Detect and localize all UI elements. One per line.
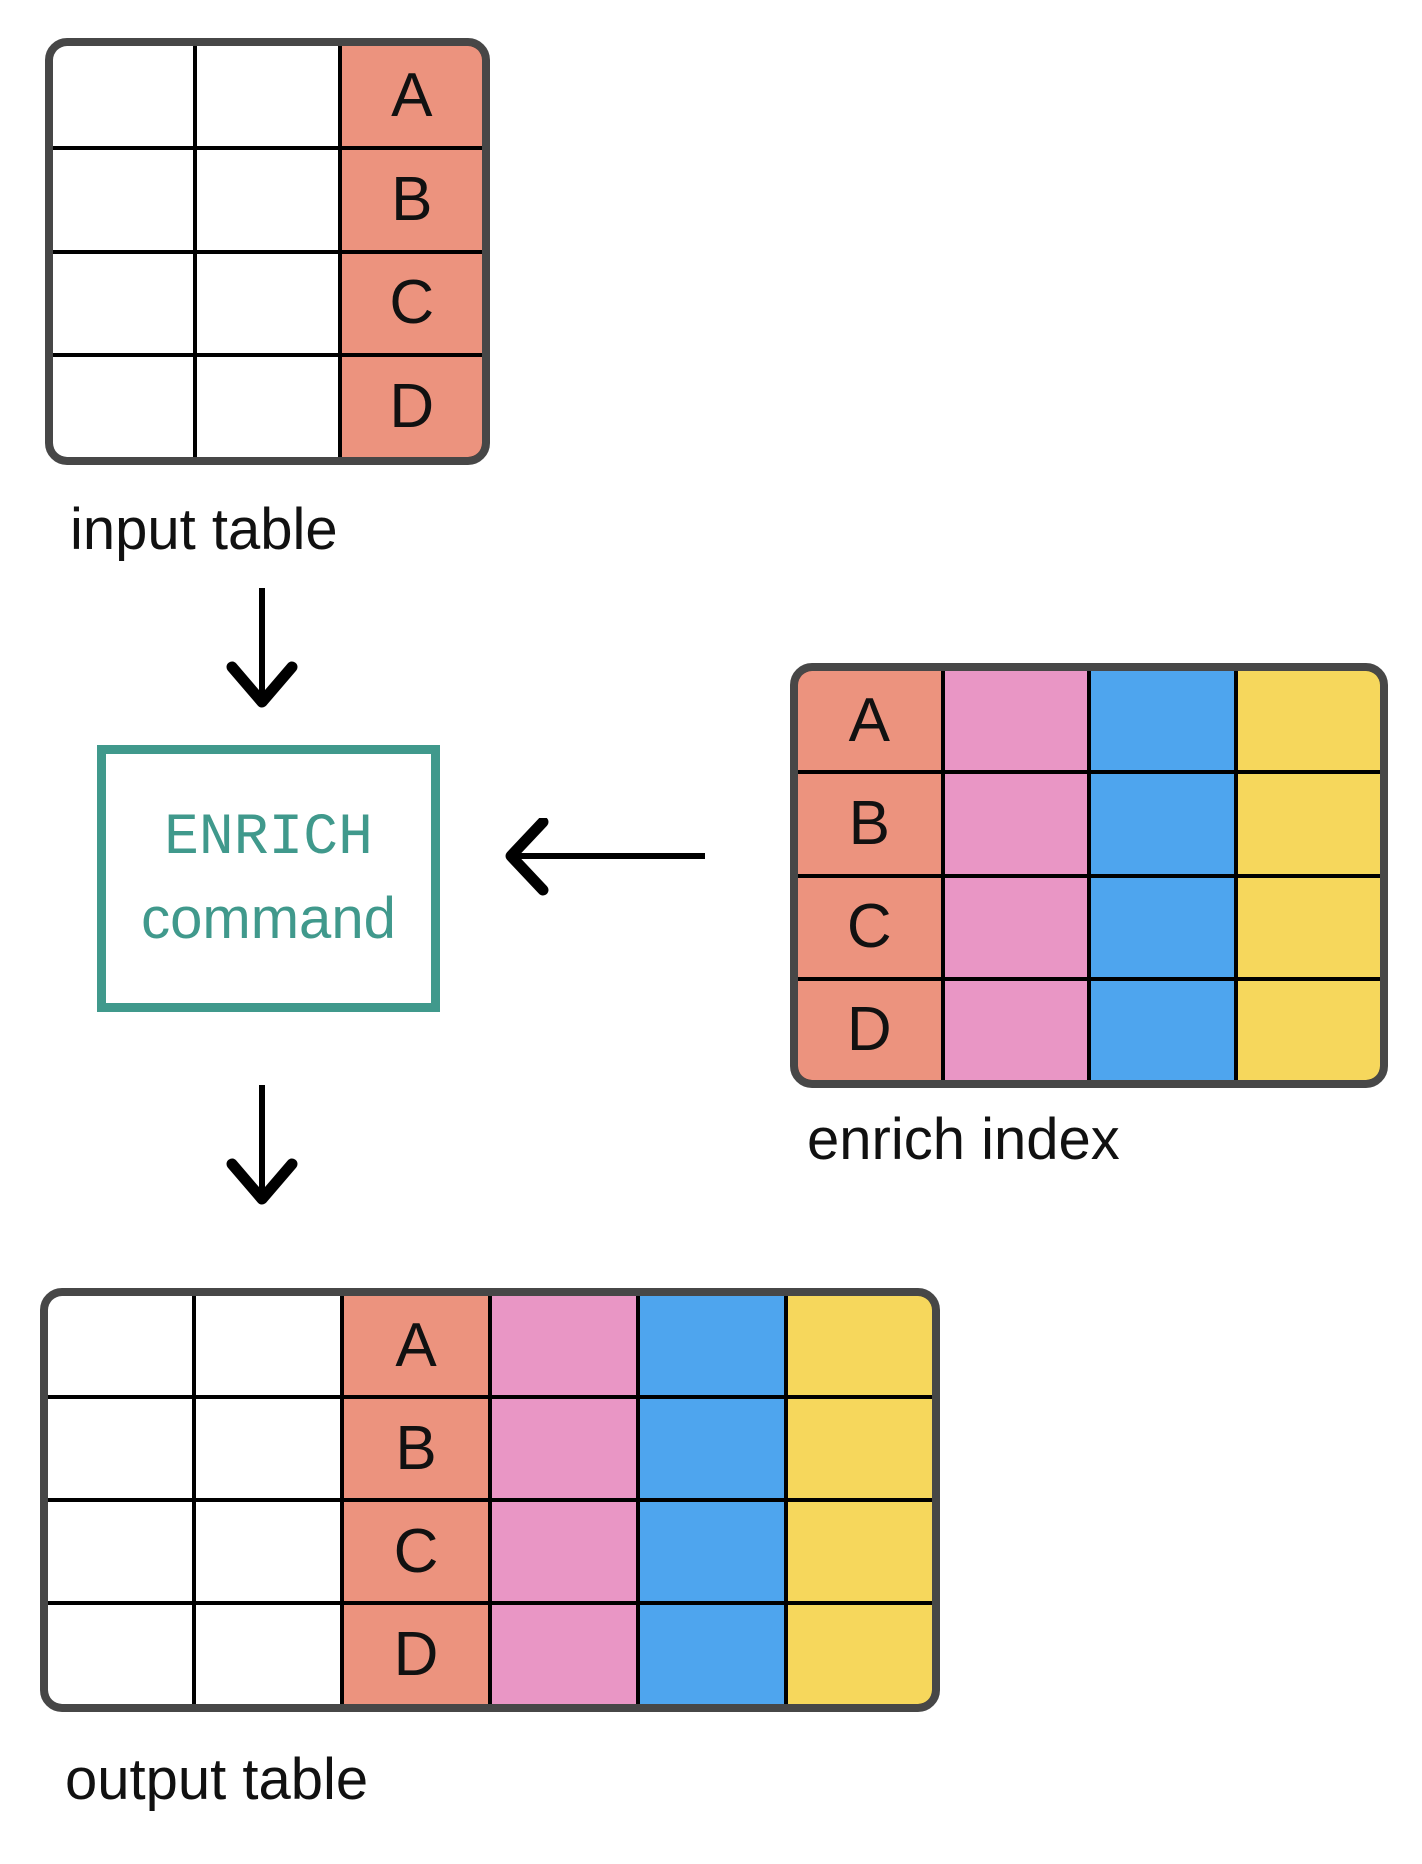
table-cell <box>640 1502 784 1601</box>
table-cell <box>788 1502 932 1601</box>
table-cell <box>53 357 194 457</box>
table-cell <box>48 1296 192 1395</box>
table-cell <box>944 980 1087 1080</box>
table-cell <box>196 1605 340 1704</box>
table-cell <box>788 1605 932 1704</box>
table-cell: A <box>798 671 941 771</box>
table-cell: A <box>341 46 482 146</box>
table-cell <box>53 46 194 146</box>
table-cell <box>1237 671 1380 771</box>
table-cell <box>492 1399 636 1498</box>
arrow-down-enrich-to-output-icon <box>226 1085 298 1205</box>
table-cell <box>48 1502 192 1601</box>
table-cell <box>53 253 194 354</box>
table-cell <box>492 1605 636 1704</box>
table-cell <box>492 1502 636 1601</box>
table-cell <box>1091 877 1234 977</box>
table-cell <box>196 1502 340 1601</box>
table-cell: B <box>341 149 482 250</box>
table-cell <box>788 1296 932 1395</box>
table-cell: D <box>344 1605 488 1704</box>
table-cell <box>48 1399 192 1498</box>
arrow-down-input-to-enrich-icon <box>226 588 298 708</box>
table-cell <box>492 1296 636 1395</box>
table-cell: A <box>344 1296 488 1395</box>
table-cell <box>1091 980 1234 1080</box>
table-cell: C <box>798 877 941 977</box>
table-cell: C <box>341 253 482 354</box>
table-cell <box>944 774 1087 874</box>
table-cell <box>944 671 1087 771</box>
enrich-command-keyword: ENRICH <box>164 805 373 871</box>
table-cell <box>197 253 338 354</box>
table-cell: D <box>798 980 941 1080</box>
table-cell <box>48 1605 192 1704</box>
table-cell <box>640 1605 784 1704</box>
table-cell: D <box>341 357 482 457</box>
enrich-index-label: enrich index <box>807 1107 1120 1172</box>
table-cell <box>1237 980 1380 1080</box>
table-cell <box>197 46 338 146</box>
table-cell: B <box>344 1399 488 1498</box>
table-cell <box>944 877 1087 977</box>
table-cell <box>1091 774 1234 874</box>
table-cell <box>1091 671 1234 771</box>
table-cell <box>1237 774 1380 874</box>
table-cell <box>640 1399 784 1498</box>
enrich-command-word: command <box>141 885 396 951</box>
table-cell <box>1237 877 1380 977</box>
table-cell <box>197 149 338 250</box>
enrich-command-box: ENRICH command <box>97 745 440 1012</box>
table-cell <box>196 1296 340 1395</box>
table-cell <box>788 1399 932 1498</box>
table-cell <box>53 149 194 250</box>
input-table-label: input table <box>70 497 338 562</box>
table-cell <box>640 1296 784 1395</box>
arrow-left-index-to-enrich-icon <box>505 818 705 896</box>
table-cell: C <box>344 1502 488 1601</box>
table-cell <box>197 357 338 457</box>
table-cell: B <box>798 774 941 874</box>
table-cell <box>196 1399 340 1498</box>
output-table-label: output table <box>65 1747 369 1812</box>
